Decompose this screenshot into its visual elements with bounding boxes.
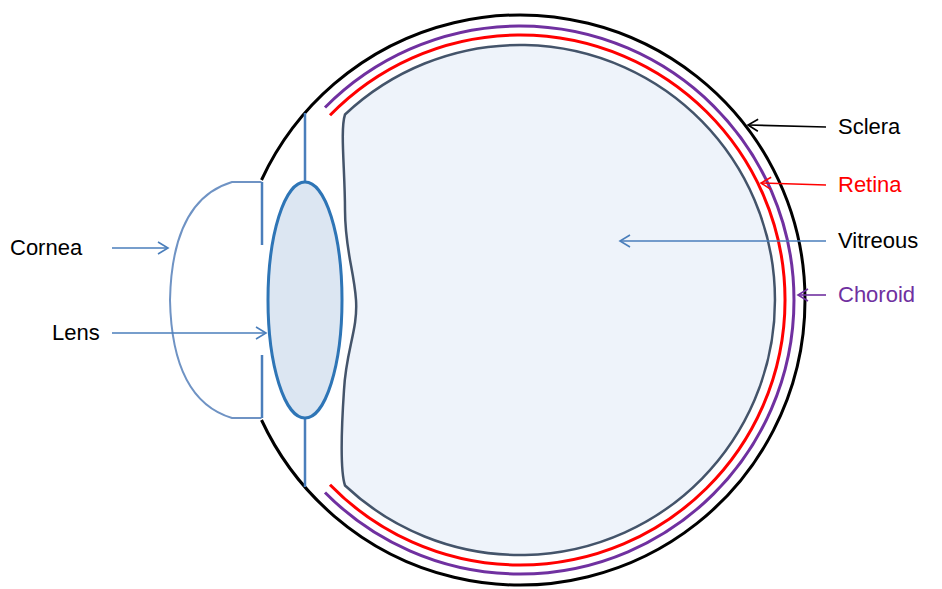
retina-layer	[330, 35, 785, 565]
leader-arrow	[748, 125, 826, 127]
iris-line	[261, 182, 264, 245]
part-label: Lens	[52, 320, 100, 346]
leader-arrow	[112, 332, 266, 334]
leader-arrow	[112, 247, 168, 249]
cornea-shape	[170, 182, 262, 418]
part-label: Sclera	[838, 114, 900, 140]
part-label: Cornea	[10, 235, 82, 261]
leader-arrow	[798, 294, 826, 296]
sclera-layer	[262, 15, 806, 585]
part-label: Retina	[838, 172, 902, 198]
choroid-layer	[325, 26, 794, 574]
iris-line	[261, 355, 264, 418]
part-label: Choroid	[838, 282, 915, 308]
part-label: Vitreous	[838, 228, 918, 254]
vitreous-body	[342, 45, 775, 555]
leader-arrow	[620, 240, 826, 242]
leader-arrow	[761, 183, 826, 185]
lens-shape	[268, 182, 342, 418]
